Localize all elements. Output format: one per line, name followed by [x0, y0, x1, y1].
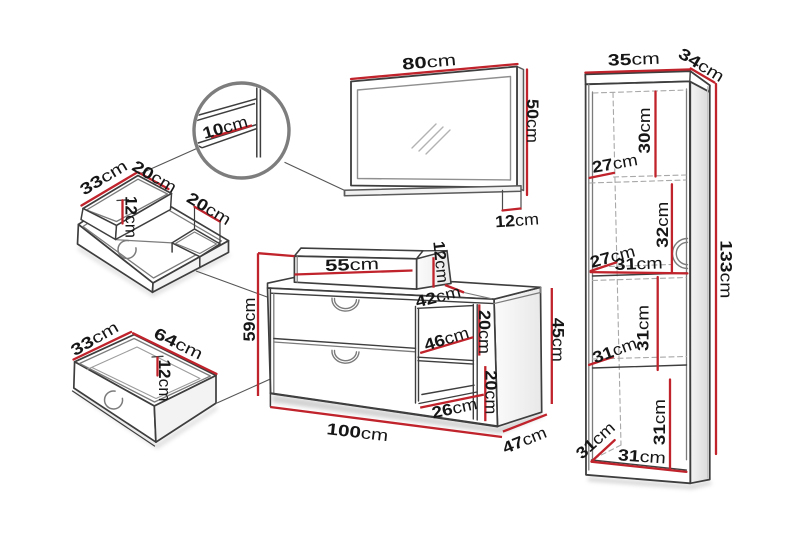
svg-text:31cm: 31cm: [614, 254, 663, 274]
svg-text:59cm: 59cm: [241, 298, 259, 342]
svg-text:133cm: 133cm: [717, 240, 735, 298]
svg-text:27cm: 27cm: [588, 242, 637, 271]
svg-text:31cm: 31cm: [617, 446, 666, 467]
svg-text:10cm: 10cm: [201, 113, 250, 143]
svg-text:26cm: 26cm: [430, 395, 479, 422]
svg-text:31cm: 31cm: [635, 305, 653, 351]
svg-text:20cm: 20cm: [482, 370, 500, 414]
svg-text:30cm: 30cm: [636, 108, 654, 154]
svg-text:12cm: 12cm: [121, 196, 139, 238]
svg-text:32cm: 32cm: [654, 202, 672, 248]
svg-text:12cm: 12cm: [429, 240, 451, 284]
svg-text:12cm: 12cm: [155, 360, 173, 402]
svg-text:12cm: 12cm: [494, 210, 539, 231]
svg-text:20cm: 20cm: [475, 310, 493, 354]
svg-text:27cm: 27cm: [591, 151, 639, 177]
svg-text:31cm: 31cm: [651, 399, 669, 445]
svg-text:42cm: 42cm: [414, 283, 463, 312]
svg-text:50cm: 50cm: [523, 99, 541, 143]
svg-text:45cm: 45cm: [548, 318, 566, 362]
